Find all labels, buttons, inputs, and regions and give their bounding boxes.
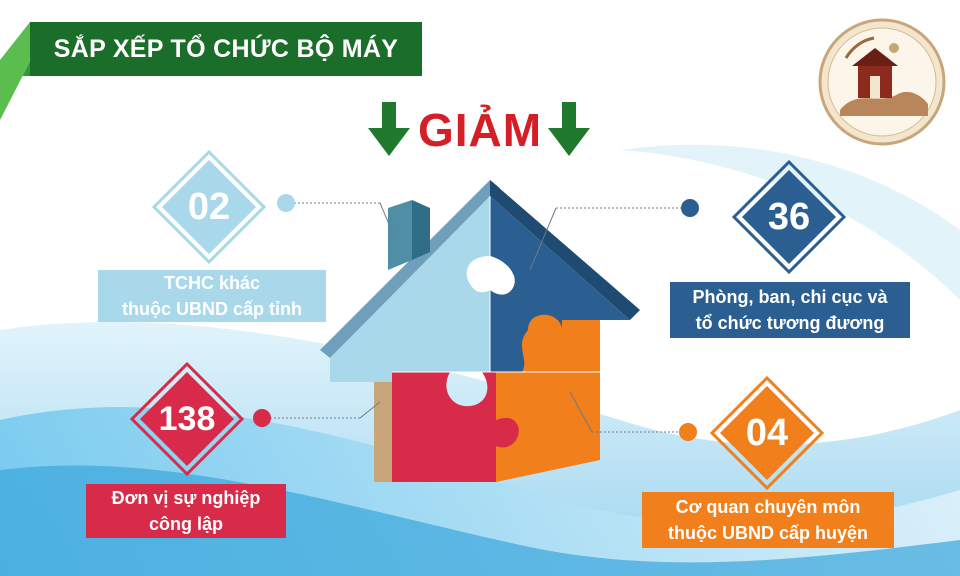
item-label-box: Phòng, ban, chi cục và tổ chức tương đươ… [670,282,910,338]
diamond-badge-138 [130,362,244,476]
item-number: 04 [745,412,789,454]
diamond-badge-02 [152,150,266,264]
diamond-badge-04 [710,376,824,490]
diamond-badge-36 [732,160,846,274]
item-label-box: Đơn vị sự nghiệp công lập [86,484,286,538]
item-number: 02 [187,186,231,228]
header-banner: SẮP XẾP TỔ CHỨC BỘ MÁY [30,22,422,76]
item-label-line: TCHC khác [163,273,261,293]
item-label-line: Cơ quan chuyên môn [675,497,861,517]
item-label-line: thuộc UBND cấp huyện [667,523,868,543]
down-arrow-icon [548,102,590,156]
item-number: 36 [767,196,811,238]
page-title: SẮP XẾP TỔ CHỨC BỘ MÁY [53,35,399,63]
reduction-label: GIẢM [417,104,543,156]
quang-nam-logo [818,18,946,146]
item-label-line: Phòng, ban, chi cục và [692,287,888,307]
down-arrow-icon [368,102,410,156]
item-label-line: công lập [148,514,223,534]
puzzle-house-illustration [320,180,640,482]
item-number: 138 [158,400,216,438]
item-label-box: Cơ quan chuyên môn thuộc UBND cấp huyện [642,492,894,548]
item-label-box: TCHC khác thuộc UBND cấp tỉnh [98,270,326,322]
item-label-line: tổ chức tương đương [695,313,885,333]
item-label-line: Đơn vị sự nghiệp [111,488,261,508]
item-label-line: thuộc UBND cấp tỉnh [122,299,302,319]
